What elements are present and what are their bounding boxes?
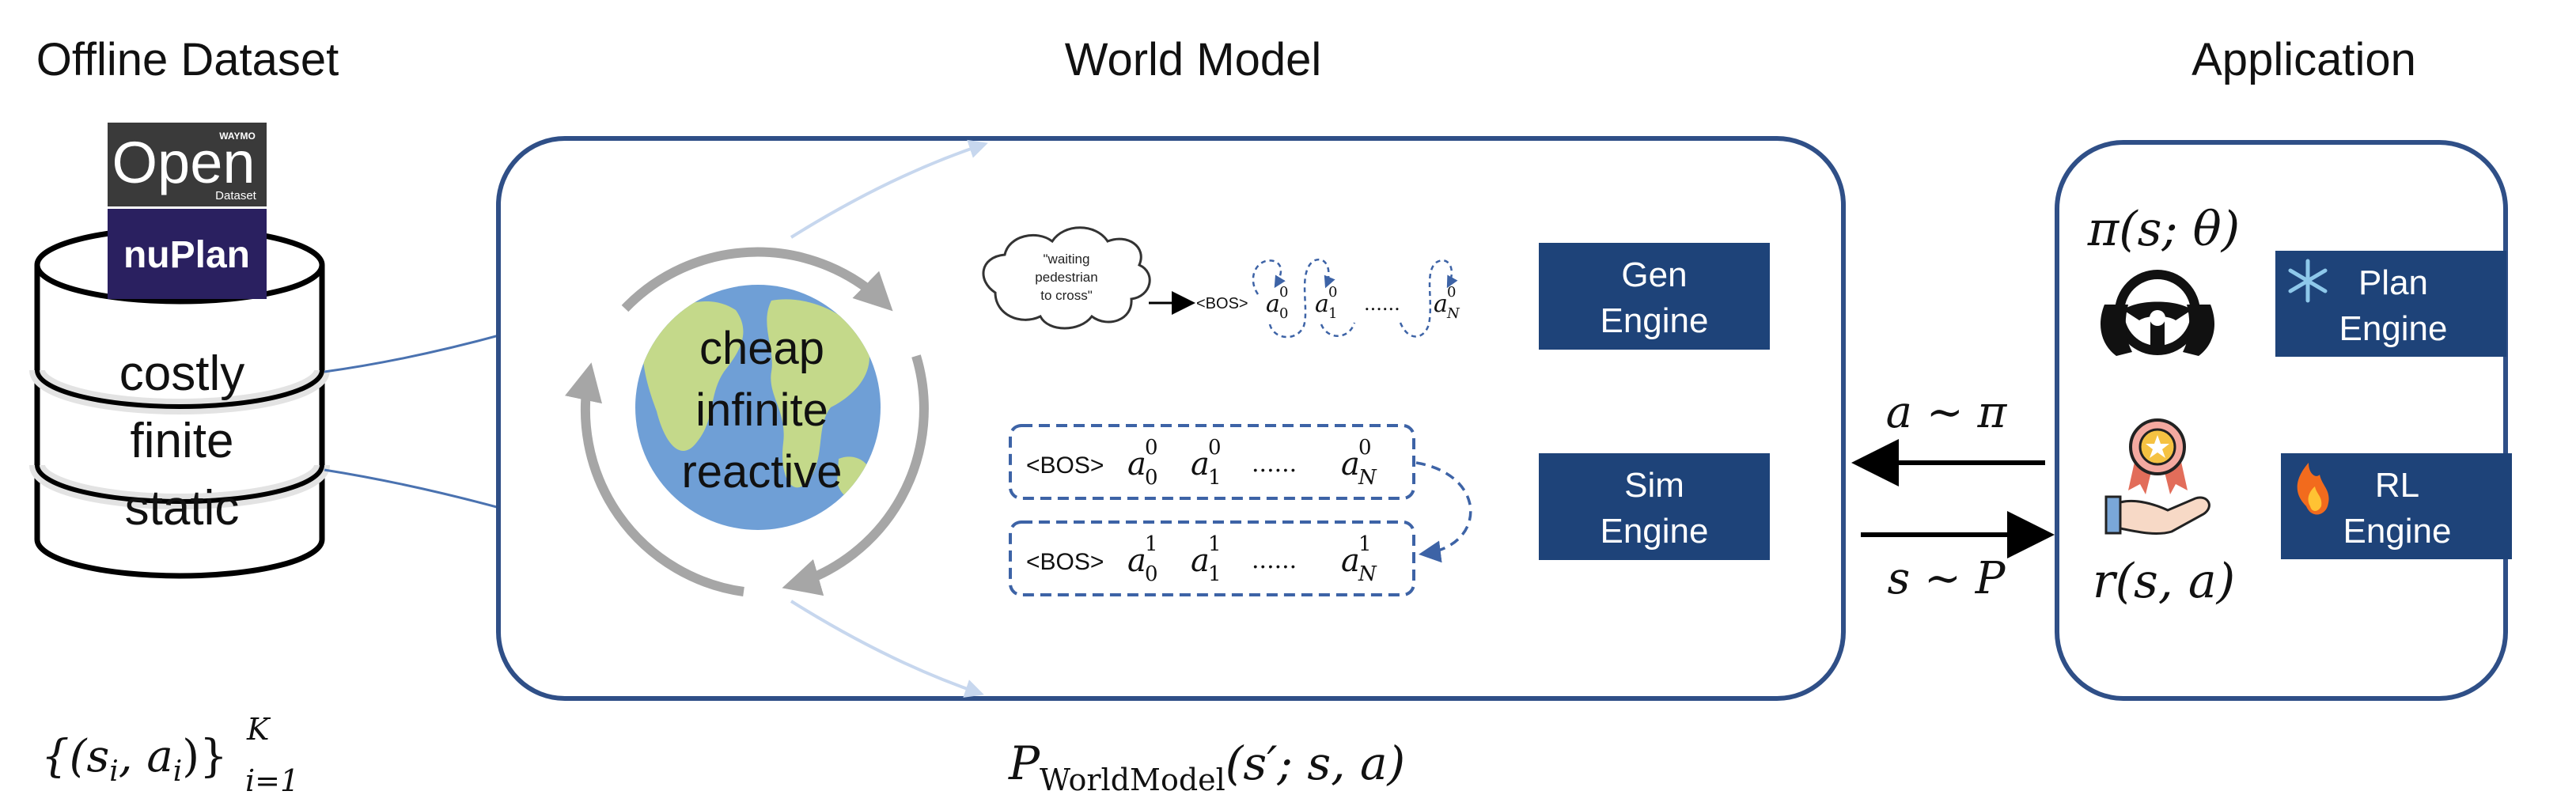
world-model-title: World Model [1065,34,1322,85]
dataset-formula: {(si, ai)} [41,731,228,788]
state-sampling-label: s ∼ P [1888,553,2006,604]
svg-text:a: a [1315,290,1329,318]
seq-box-1 [1009,424,1415,500]
seq-top-tokens: a 0 0 a 0 1 ...... a 0 N [1266,284,1460,322]
svg-text:N: N [1446,305,1460,322]
svg-text:1: 1 [1145,532,1158,556]
seq-box-1-bos: <BOS> [1026,452,1104,479]
svg-text:Open: Open [112,130,255,195]
cloud-text-line3: to cross" [1040,288,1093,303]
plan-engine-box [2275,251,2506,357]
world-model-formula: PWorldModel(s′; s, a) [1008,736,1405,797]
svg-text:a: a [1127,446,1146,483]
cloud-text-line2: pedestrian [1035,270,1097,285]
svg-text:0: 0 [1145,436,1158,460]
sim-engine-box [1539,453,1770,560]
seq-top-bos: <BOS> [1196,295,1248,312]
link-line-upper-tail [790,139,988,239]
svg-text:......: ...... [1364,293,1400,315]
plan-engine-label-1: Plan [2358,263,2428,302]
svg-text:a: a [1341,543,1360,579]
policy-label: π(s; θ) [2087,202,2240,257]
svg-text:a: a [1266,290,1280,318]
cloud-text-line1: "waiting [1044,252,1090,267]
action-sampling-label: a ∼ π [1886,387,2008,438]
sim-engine-label-1: Sim [1624,466,1684,505]
gen-engine-box [1539,243,1770,350]
seq-top-loop-arrows [1252,258,1458,339]
svg-text:a: a [1434,290,1448,318]
globe-icon [635,285,881,530]
snowflake-icon [2288,259,2328,303]
seq-box-2-bos: <BOS> [1026,549,1104,575]
seq-box-2-tokens: a 1 0 a 1 1 ...... a 1 N [1127,532,1377,586]
offline-dataset-title: Offline Dataset [36,34,339,85]
svg-text:0: 0 [1208,436,1222,460]
world-model-box [496,136,1846,701]
svg-text:a: a [1127,543,1146,579]
svg-text:WAYMO: WAYMO [219,131,256,142]
prompt-cloud [982,226,1151,330]
svg-text:......: ...... [1252,547,1297,574]
svg-text:N: N [1358,466,1377,490]
svg-text:0: 0 [1145,562,1158,586]
seq-next-step-arrow [1415,461,1472,563]
plan-engine-label-2: Engine [2339,309,2447,348]
application-title: Application [2191,34,2416,85]
svg-text:1: 1 [1328,305,1337,322]
db-label-costly: costly [119,346,244,401]
link-line-lower-tail [790,600,984,698]
seq-box-2 [1009,520,1415,596]
rl-engine-label-2: Engine [2343,512,2451,551]
svg-text:0: 0 [1279,284,1288,301]
svg-text:1: 1 [1208,466,1222,490]
svg-text:N: N [1358,562,1377,586]
svg-text:a: a [1191,446,1210,483]
db-label-finite: finite [131,414,234,468]
gen-engine-label-1: Gen [1621,255,1687,294]
dataset-formula-sub: i=1 [245,763,299,798]
nuplan-logo: nuPlan [108,209,267,299]
svg-text:0: 0 [1279,305,1288,322]
svg-text:1: 1 [1208,532,1222,556]
reward-medal-icon [2104,418,2210,536]
reward-label: r(s, a) [2093,554,2235,609]
svg-text:0: 0 [1447,284,1456,301]
svg-text:a: a [1341,446,1360,483]
waymo-open-dataset-logo: WAYMO Open Dataset [108,123,267,206]
cycle-arrows-icon [565,247,929,596]
db-label-static: static [125,481,240,536]
svg-text:......: ...... [1252,450,1297,478]
globe-label-infinite: infinite [695,384,828,436]
svg-text:1: 1 [1358,532,1372,556]
svg-text:0: 0 [1358,436,1372,460]
svg-text:nuPlan: nuPlan [123,234,250,276]
seq-box-1-tokens: a 0 0 a 0 1 ...... a 0 N [1127,436,1377,490]
svg-text:0: 0 [1145,466,1158,490]
globe-label-reactive: reactive [681,446,842,498]
fire-icon [2297,463,2329,515]
rl-engine-label-1: RL [2375,466,2419,505]
svg-text:0: 0 [1328,284,1337,301]
gen-engine-label-2: Engine [1600,301,1708,340]
dataset-formula-sup: K [246,712,271,747]
globe-label-cheap: cheap [699,323,824,374]
steering-wheel-icon [2101,270,2214,356]
sim-engine-label-2: Engine [1600,512,1708,551]
svg-text:Dataset: Dataset [215,189,257,202]
svg-text:a: a [1191,543,1210,579]
svg-text:1: 1 [1208,562,1222,586]
